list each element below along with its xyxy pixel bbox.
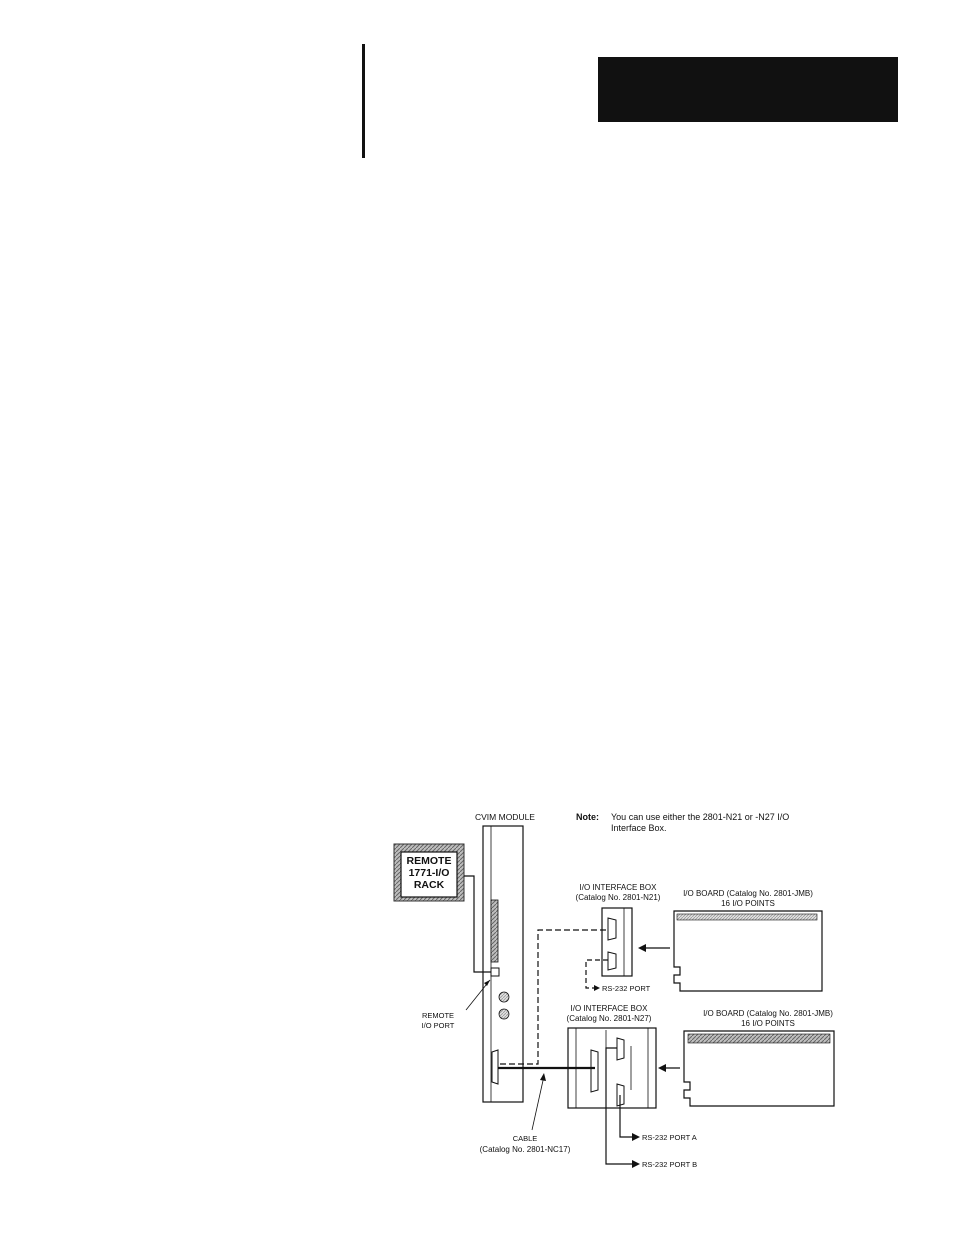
rs232-port-b-lead xyxy=(605,1047,636,1165)
note-line-1: You can use either the 2801-N21 or -N27 … xyxy=(611,812,789,822)
n21-box-title: I/O INTERFACE BOX xyxy=(580,883,658,892)
n27-box-title: I/O INTERFACE BOX xyxy=(571,1004,649,1013)
rs232-port-b-label: RS-232 PORT B xyxy=(642,1160,697,1169)
cvim-module-label: CVIM MODULE xyxy=(475,812,535,822)
io-board-top-points: 16 I/O POINTS xyxy=(721,899,775,908)
remote-rack-line-2: 1771-I/O xyxy=(409,867,450,879)
rs232-port-lead xyxy=(585,959,608,989)
remote-rack-line-3: RACK xyxy=(414,879,445,891)
cable-catalog: (Catalog No. 2801-NC17) xyxy=(480,1145,571,1154)
io-board-bottom xyxy=(683,1030,835,1107)
n27-box-catalog: (Catalog No. 2801-N27) xyxy=(567,1014,652,1023)
connection-diagram: CVIM MODULE Note: You can use either the… xyxy=(393,812,835,1169)
io-board-top-title: I/O BOARD (Catalog No. 2801-JMB) xyxy=(683,889,813,898)
remote-rack-cable xyxy=(464,875,491,973)
io-board-bottom-title: I/O BOARD (Catalog No. 2801-JMB) xyxy=(703,1009,833,1018)
n21-interface-box xyxy=(601,907,633,977)
io-board-top xyxy=(673,910,823,992)
remote-port-label-2: I/O PORT xyxy=(422,1021,455,1030)
remote-rack: REMOTE 1771-I/O RACK xyxy=(393,843,465,902)
note-label: Note: xyxy=(576,812,599,822)
rs232-port-a-lead xyxy=(619,1095,636,1138)
chapter-tab xyxy=(598,57,898,122)
remote-port-label-1: REMOTE xyxy=(422,1011,454,1020)
rs232-port-label: RS-232 PORT xyxy=(602,984,651,993)
cvim-module xyxy=(482,825,524,1103)
rs232-port-a-label: RS-232 PORT A xyxy=(642,1133,697,1142)
n21-box-catalog: (Catalog No. 2801-N21) xyxy=(576,893,661,902)
cable-label: CABLE xyxy=(513,1134,538,1143)
io-board-bottom-points: 16 I/O POINTS xyxy=(741,1019,795,1028)
remote-rack-line-1: REMOTE xyxy=(407,855,452,867)
note-line-2: Interface Box. xyxy=(611,823,667,833)
margin-rule xyxy=(362,44,365,158)
cable-leader xyxy=(531,1075,545,1131)
dashed-cable-n21 xyxy=(500,929,608,1065)
